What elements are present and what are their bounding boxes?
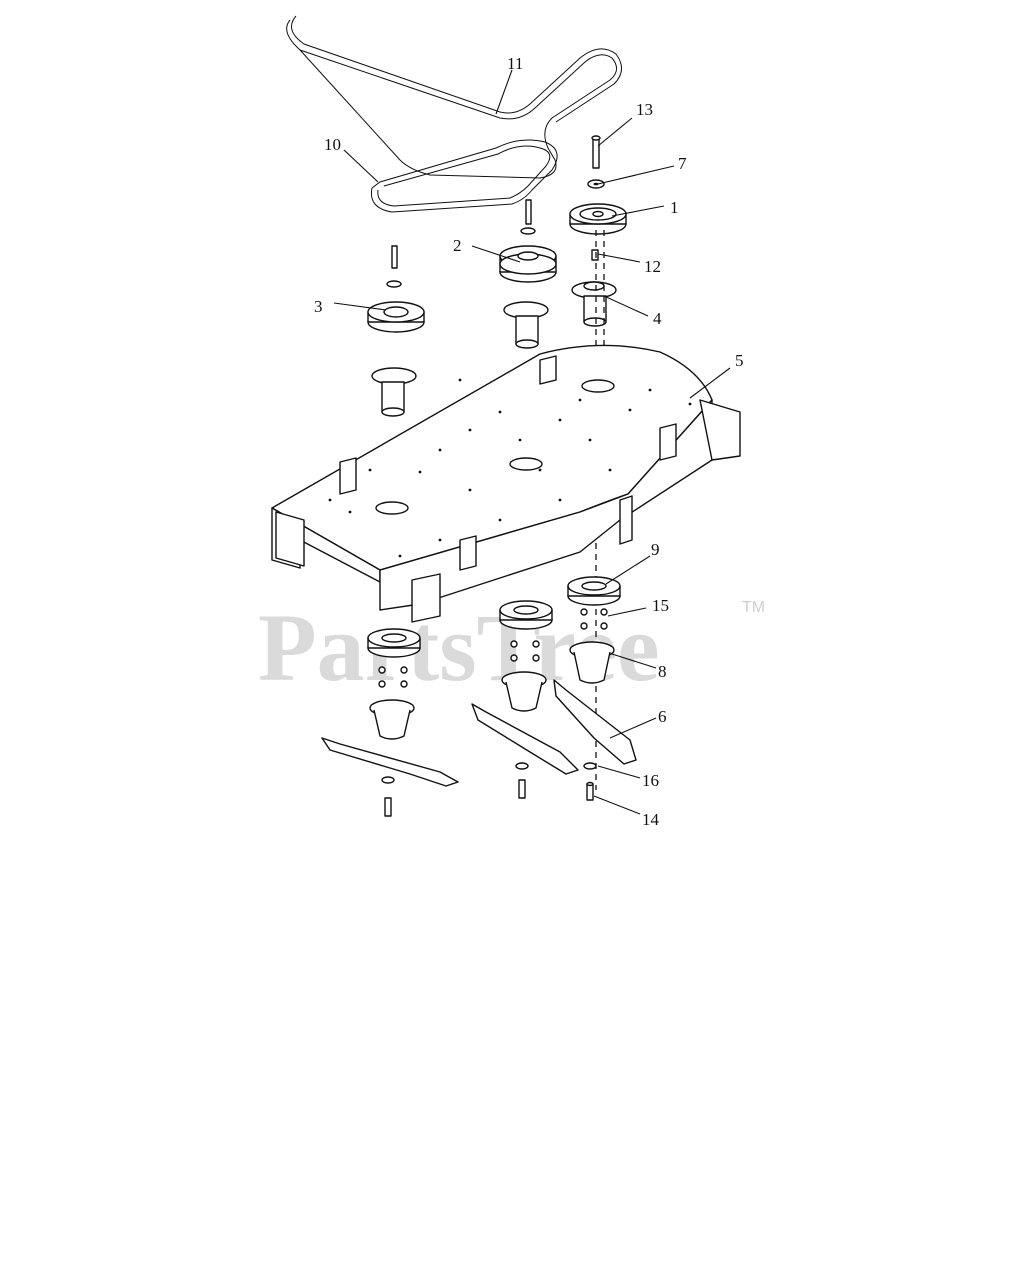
nuts-15[interactable] bbox=[580, 608, 608, 630]
blade-bolt-left[interactable] bbox=[384, 797, 392, 817]
washer-7[interactable] bbox=[587, 179, 605, 189]
callout-1[interactable]: 1 bbox=[670, 198, 679, 217]
spindle-center[interactable] bbox=[503, 301, 549, 349]
callout-8[interactable]: 8 bbox=[658, 662, 667, 681]
callout-7[interactable]: 7 bbox=[678, 154, 687, 173]
callout-4[interactable]: 4 bbox=[653, 309, 662, 328]
spindle-4[interactable] bbox=[571, 281, 617, 327]
belt-10[interactable] bbox=[370, 139, 558, 213]
blade-6[interactable] bbox=[553, 679, 637, 765]
deck-fastener-dots bbox=[328, 378, 692, 558]
blade-center[interactable] bbox=[471, 703, 579, 775]
bolt-center[interactable] bbox=[520, 199, 536, 235]
blade-bolt-14[interactable] bbox=[586, 781, 594, 801]
pulley-3[interactable] bbox=[367, 301, 425, 333]
watermark-trademark: TM bbox=[742, 599, 765, 616]
callout-11[interactable]: 11 bbox=[507, 54, 523, 73]
pulley-2[interactable] bbox=[499, 245, 557, 283]
bearing-housing-center[interactable] bbox=[499, 600, 553, 662]
cup-8[interactable] bbox=[569, 641, 615, 684]
bolt-13[interactable] bbox=[591, 135, 601, 169]
cup-left[interactable] bbox=[369, 699, 415, 740]
leader-lines bbox=[333, 69, 731, 815]
pulley-1[interactable] bbox=[569, 203, 627, 235]
callout-13[interactable]: 13 bbox=[636, 100, 653, 119]
callout-12[interactable]: 12 bbox=[644, 257, 661, 276]
bearing-housing-9[interactable] bbox=[567, 576, 621, 606]
deck-housing-5[interactable] bbox=[271, 344, 741, 623]
callout-3[interactable]: 3 bbox=[314, 297, 323, 316]
washer-left[interactable] bbox=[381, 776, 395, 784]
callout-5[interactable]: 5 bbox=[735, 351, 744, 370]
callout-6[interactable]: 6 bbox=[658, 707, 667, 726]
washer-16[interactable] bbox=[583, 762, 597, 770]
callout-labels: 11 10 13 7 1 12 2 3 4 5 9 15 8 6 16 14 bbox=[314, 54, 744, 829]
callout-10[interactable]: 10 bbox=[324, 135, 341, 154]
bolt-left[interactable] bbox=[386, 245, 402, 288]
callout-15[interactable]: 15 bbox=[652, 596, 669, 615]
belt-11[interactable] bbox=[286, 15, 622, 179]
bearing-housing-left[interactable] bbox=[367, 628, 421, 688]
washer-center[interactable] bbox=[515, 762, 529, 770]
callout-2[interactable]: 2 bbox=[453, 236, 462, 255]
callout-16[interactable]: 16 bbox=[642, 771, 659, 790]
spindle-left[interactable] bbox=[371, 367, 417, 417]
cup-center[interactable] bbox=[501, 671, 547, 712]
blade-bolt-center[interactable] bbox=[518, 779, 526, 799]
blade-left[interactable] bbox=[321, 737, 459, 787]
key-12[interactable] bbox=[591, 249, 599, 261]
callout-9[interactable]: 9 bbox=[651, 540, 660, 559]
callout-14[interactable]: 14 bbox=[642, 810, 660, 829]
